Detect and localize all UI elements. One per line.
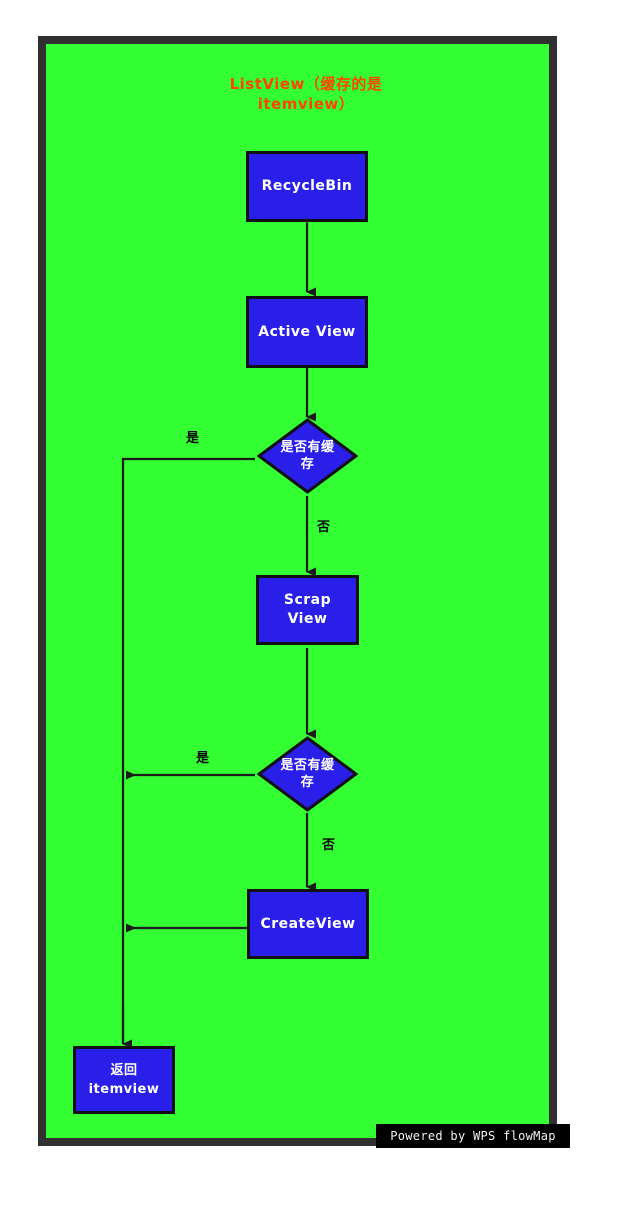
edge-decision1-yes (121, 457, 255, 1039)
edge-label-yes-2: 是 (196, 751, 210, 766)
watermark-badge: Powered by WPS flowMap (376, 1124, 570, 1148)
node-decision-has-cache-2[interactable]: 是否有缓 存 (257, 736, 358, 812)
diamond-shape (257, 736, 358, 812)
node-decision-has-cache-1[interactable]: 是否有缓 存 (257, 418, 358, 494)
node-createview[interactable]: CreateView (247, 889, 369, 959)
node-activeview[interactable]: Active View (246, 296, 368, 368)
edge-label-yes-1: 是 (186, 431, 200, 446)
edge-label-no-2: 否 (322, 838, 336, 853)
page-title: ListView（缓存的是 itemview） (229, 75, 383, 113)
node-return-itemview[interactable]: 返回 itemview (73, 1046, 175, 1114)
edge-label-no-1: 否 (317, 520, 331, 535)
diamond-shape (257, 418, 358, 494)
node-scrapview[interactable]: Scrap View (256, 575, 359, 645)
diagram-canvas: ListView（缓存的是 itemview） (38, 36, 557, 1146)
diagram-stage: ListView（缓存的是 itemview） (46, 44, 549, 1138)
node-recyclebin[interactable]: RecycleBin (246, 151, 368, 222)
